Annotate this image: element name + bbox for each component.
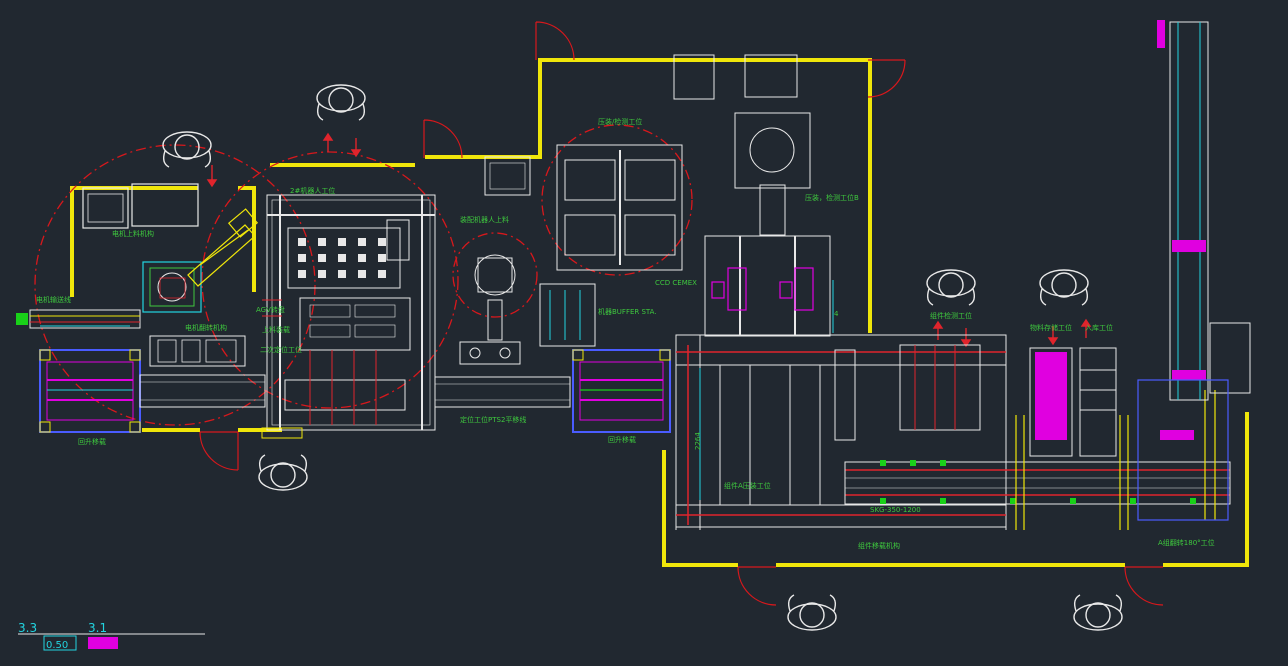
vertical-conveyor-marker (1172, 370, 1206, 380)
vertical-conveyor-tag (1157, 20, 1165, 48)
conveyor-nodes (880, 460, 1196, 504)
robot-base-left (142, 261, 202, 313)
label-conveyor-tag: SKG-350-1200 (870, 506, 921, 514)
label-entry-st: 入库工位 (1085, 323, 1113, 332)
vertical-conveyor (1169, 21, 1251, 401)
middle-machine-cells (298, 238, 386, 278)
vertical-conveyor-base (1137, 379, 1229, 521)
label-ccd: CCD CEMEX (655, 279, 697, 287)
return-transfer-left (39, 349, 141, 433)
operator-figure (926, 269, 976, 306)
label-return-transfer-left: 回升移载 (78, 437, 106, 446)
operator-figure (1073, 594, 1123, 631)
operator-figure (787, 594, 837, 631)
robot-arm-left (187, 208, 259, 287)
label-press-fit: 压装/检测工位 (598, 117, 642, 126)
label-screw-1: 上料装载 (262, 325, 290, 334)
label-material-st: 物料存储工位 (1030, 323, 1072, 332)
vertical-conveyor-marker (1172, 240, 1206, 252)
red-rails (676, 345, 1230, 525)
left-cell (16, 183, 266, 433)
press-fixture (556, 144, 683, 271)
buffer-station (539, 283, 596, 347)
scale-legend: 3.3 3.1 0.50 (18, 621, 205, 651)
return-transfer-right (572, 349, 671, 433)
label-station-2: 2#机器人工位 (290, 186, 335, 195)
label-return-transfer-right: 回升移载 (608, 435, 636, 444)
scale-label-a: 3.3 (18, 621, 37, 635)
label-press-side: 压装，检测工位B (805, 193, 859, 202)
label-dim-vertical: 4 (834, 310, 839, 318)
operator-figure (162, 131, 212, 168)
operator-figure (316, 84, 366, 121)
label-rotate-st: A组翻转180°工位 (1158, 538, 1215, 547)
robot-reach-circles (34, 124, 693, 426)
label-buffer: 机器BUFFER STA. (598, 307, 657, 316)
operator-figure (258, 454, 308, 491)
scale-label-c: 0.50 (46, 640, 68, 651)
label-pts-line: 定位工位PTS2平移线 (460, 415, 526, 424)
scale-label-b: 3.1 (88, 621, 107, 635)
door-swings (199, 21, 1164, 606)
inspection-station (834, 344, 981, 441)
label-press-b: 组件A压装工位 (724, 481, 771, 490)
label-motor-line-transfer: 电机输送线 (36, 295, 71, 304)
material-storage (1029, 347, 1117, 457)
flow-arrows (206, 132, 1092, 348)
ccd-cylinders (711, 267, 814, 311)
operator-figure (1039, 269, 1089, 306)
label-agv-turntable: AGV转盘 (256, 305, 285, 314)
label-dim-length: 2264 (694, 432, 702, 450)
label-robot-loading: 装配机器人上料 (460, 215, 509, 224)
label-bottom-transfer: 组件移载机构 (858, 541, 900, 550)
vertical-conveyor-marker (1160, 430, 1194, 440)
side-module (386, 219, 410, 261)
label-motor-flip-robot: 电机翻转机构 (185, 323, 227, 332)
label-motor-loading-robot: 电机上料机构 (112, 229, 154, 238)
label-inspect-st: 组件检测工位 (930, 311, 972, 320)
center-robot (459, 156, 531, 365)
operators (162, 84, 1123, 631)
pts-conveyor (434, 376, 571, 408)
motor-loading-cabinet (82, 187, 129, 229)
middle-machine (261, 194, 436, 439)
lower-conveyor (844, 461, 1231, 505)
middle-red-lines (262, 299, 377, 425)
label-screw-2: 二次定位工位 (260, 345, 302, 354)
safety-walls (70, 58, 1249, 567)
yellow-columns (1015, 390, 1216, 530)
control-box (131, 183, 199, 227)
